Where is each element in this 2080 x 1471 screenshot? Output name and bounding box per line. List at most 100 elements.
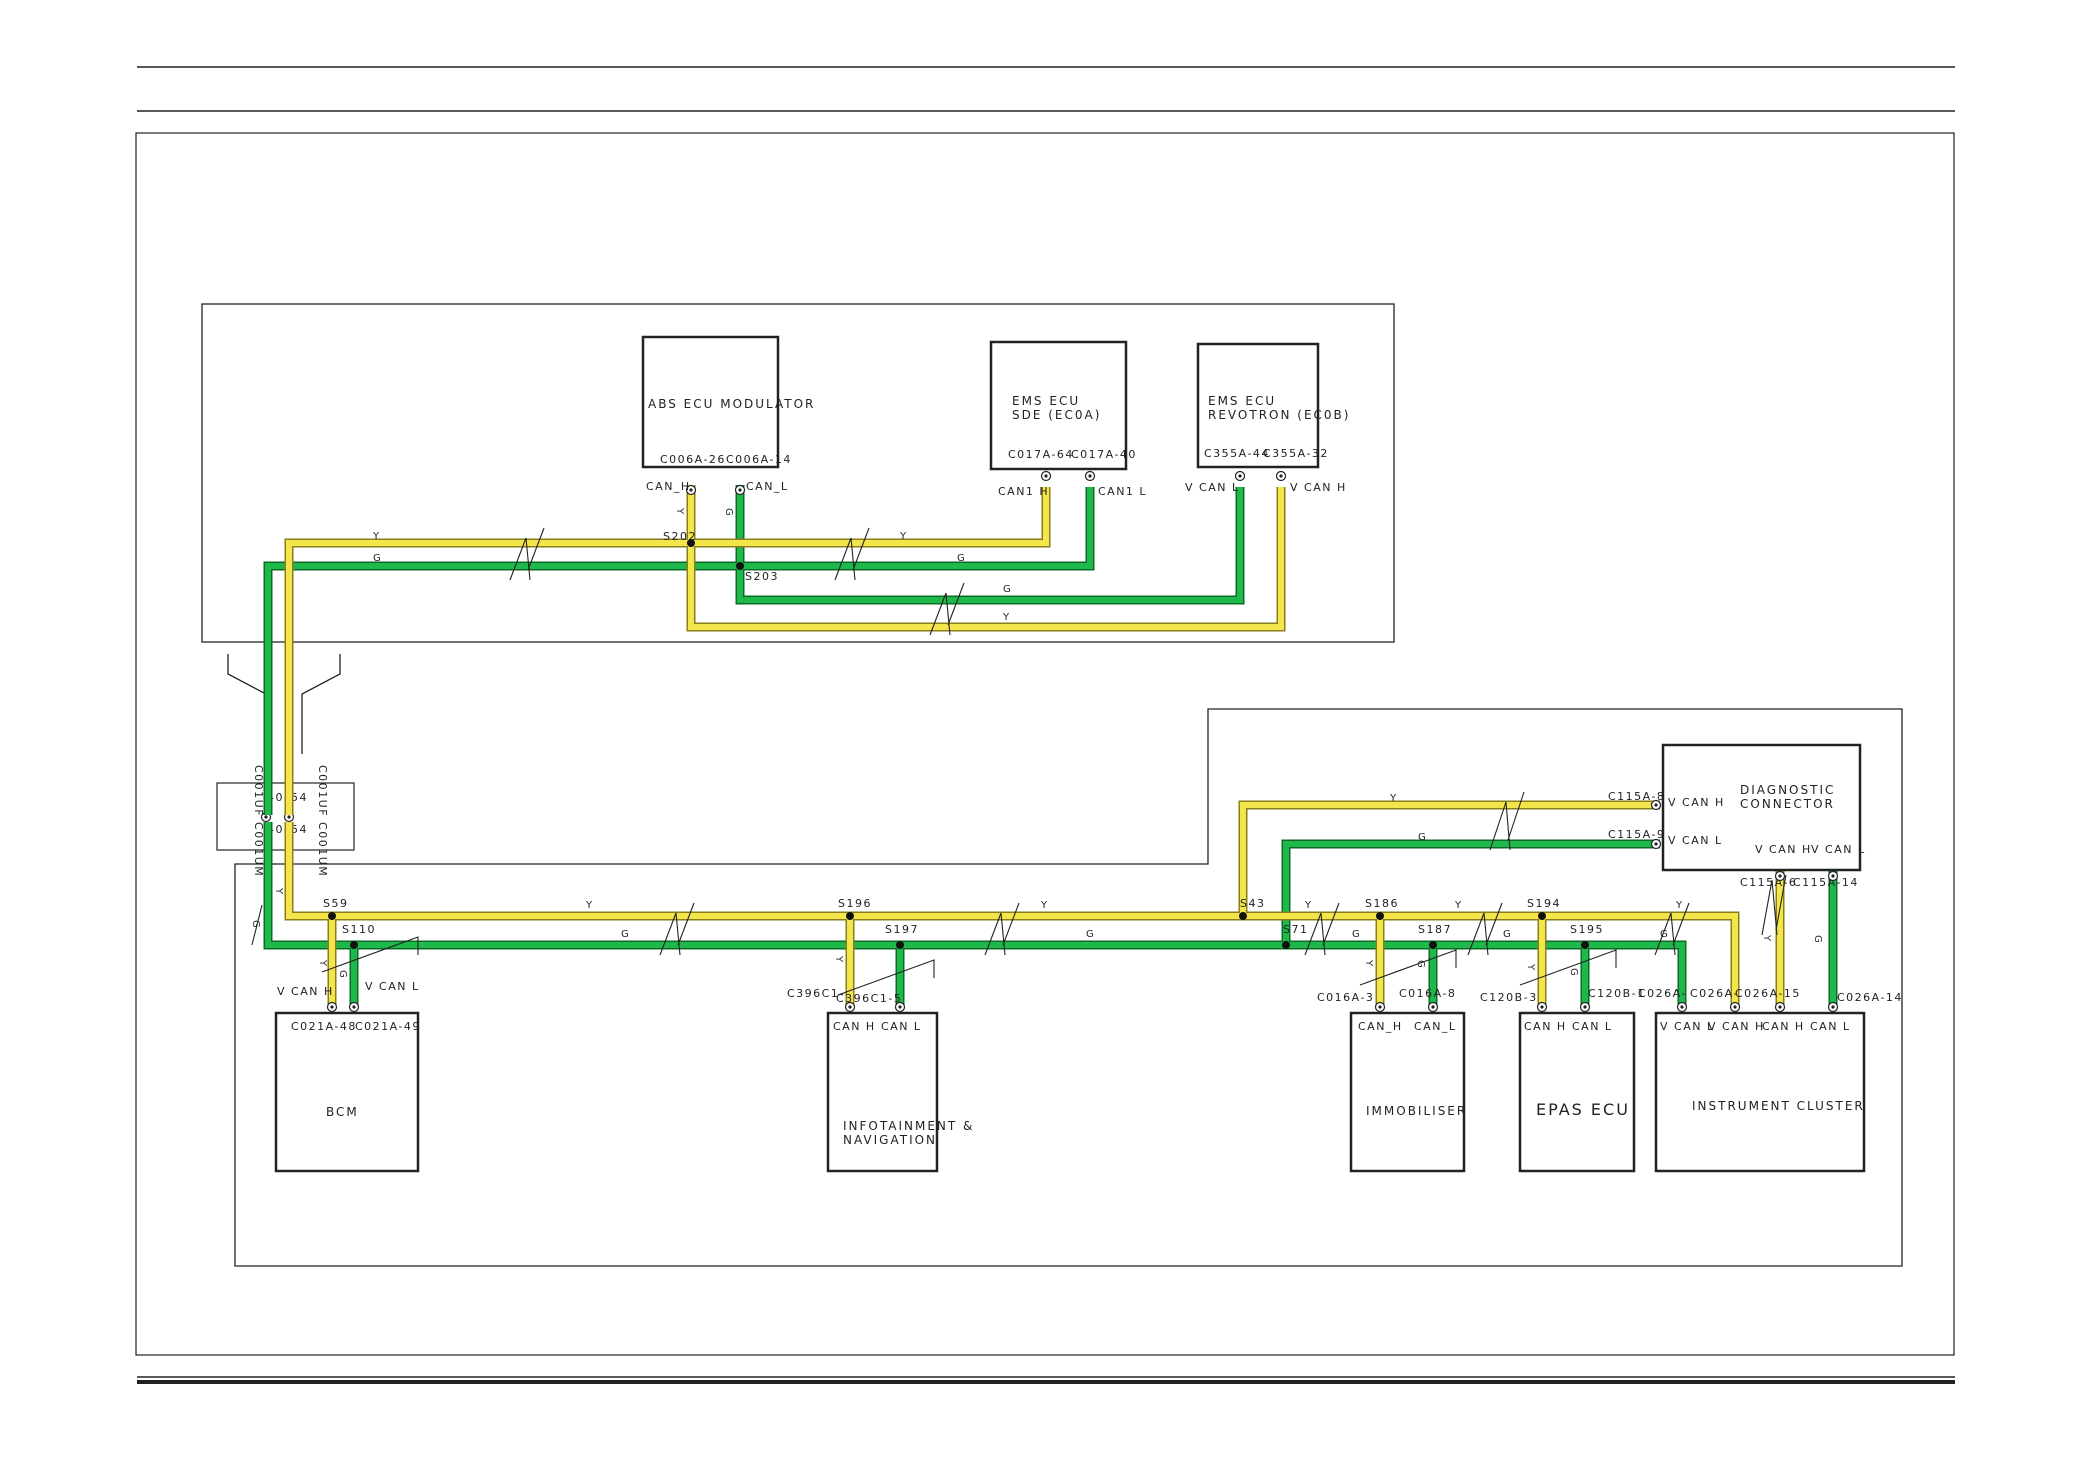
can-h-wires	[284, 485, 1785, 1007]
cluster-pin-vl: C026A-	[1638, 987, 1687, 1000]
immobiliser-sig-l: CAN_L	[1414, 1020, 1457, 1033]
inline-connector-right-label: C001UF C001UM	[316, 765, 329, 877]
bcm-title: BCM	[326, 1105, 359, 1119]
wire-code-y: Y	[1363, 959, 1374, 967]
splice-s194: S194	[1527, 897, 1561, 910]
engine-bay-enclosure	[201, 303, 1395, 754]
wire-code-y: Y	[1525, 963, 1536, 971]
diagnostic-pin-l: C115A-14	[1793, 876, 1859, 889]
immobiliser-sig-h: CAN_H	[1358, 1020, 1403, 1033]
ems-rev-pin-h: C355A-32	[1263, 447, 1329, 460]
epas-sig-h: CAN H	[1524, 1020, 1567, 1033]
abs-title: ABS ECU MODULATOR	[648, 397, 815, 411]
splice-s202: S202	[663, 530, 697, 543]
infotainment-title: INFOTAINMENT &	[843, 1119, 974, 1133]
abs-sig-h: CAN_H	[646, 480, 691, 493]
wire-code-g: G	[1352, 929, 1360, 940]
bcm-sig-l: V CAN L	[365, 980, 420, 993]
cluster-sig-l: CAN L	[1810, 1020, 1851, 1033]
ems-sde-title: EMS ECU	[1012, 394, 1080, 408]
wire-code-g: G	[1418, 832, 1426, 843]
wire-code-y: Y	[1675, 900, 1683, 911]
wire-code-y: Y	[317, 959, 328, 967]
cluster-sig-h: CAN H	[1762, 1020, 1805, 1033]
ems-rev-pin-l: C355A-44	[1204, 447, 1270, 460]
splice-s195: S195	[1570, 923, 1604, 936]
abs-sig-l: CAN_L	[746, 480, 789, 493]
diagnostic-sig-vh: V CAN H	[1668, 796, 1725, 809]
wire-code-g: G	[1503, 929, 1511, 940]
ems-sde-sig-l: CAN1 L	[1098, 485, 1147, 498]
wire-code-g: G	[1003, 584, 1011, 595]
infotainment-subtitle: NAVIGATION	[843, 1133, 937, 1147]
splice-s197: S197	[885, 923, 919, 936]
bcm: BCM C021A-48 C021A-49 V CAN H V CAN L	[274, 980, 421, 1173]
diagnostic-pin-vl: C115A-9	[1608, 828, 1665, 841]
wire-code-y: Y	[372, 531, 380, 542]
cluster-pin-l: C026A-14	[1837, 991, 1903, 1004]
splice-s43: S43	[1240, 897, 1265, 910]
splice-s203: S203	[745, 570, 779, 583]
splice-s187: S187	[1418, 923, 1452, 936]
infotainment-pin-l: C396C1-5	[836, 992, 902, 1005]
immobiliser: CAN_H CAN_L IMMOBILISER C016A-3 C016A-8	[1317, 987, 1466, 1173]
ems-ecu-revotron: EMS ECU REVOTRON (EC0B) C355A-44 C355A-3…	[1185, 342, 1350, 494]
wire-code-y: Y	[1454, 900, 1462, 911]
splice-s196: S196	[838, 897, 872, 910]
wire-code-g: G	[1660, 929, 1668, 940]
cluster-pin-vh: C026A-	[1690, 987, 1739, 1000]
abs-pin-l: C006A-14	[726, 453, 792, 466]
diagnostic-pin-h: C115A-6	[1740, 876, 1797, 889]
epas-sig-l: CAN L	[1572, 1020, 1613, 1033]
diagnostic-sig-vl: V CAN L	[1668, 834, 1723, 847]
abs-pin-h: C006A-26	[660, 453, 726, 466]
splice-labels: S202 S203 S59 S110 S196 S197 S43 S71 S18…	[323, 530, 1604, 936]
wire-code-g: G	[1568, 968, 1579, 976]
wire-code-g: G	[1086, 929, 1094, 940]
wire-code-g: G	[723, 508, 734, 516]
infotainment-sig-h: CAN H	[833, 1020, 876, 1033]
ems-ecu-sde: EMS ECU SDE (EC0A) C017A-64 C017A-40 CAN…	[989, 340, 1147, 498]
page-frame	[135, 66, 1955, 1384]
ems-sde-pin-h: C017A-64	[1008, 448, 1074, 461]
wire-code-g: G	[250, 920, 261, 928]
cluster-pin-h: C026A-15	[1735, 987, 1801, 1000]
ems-rev-subtitle: REVOTRON (EC0B)	[1208, 408, 1350, 422]
immobiliser-pin-h: C016A-3	[1317, 991, 1374, 1004]
wire-code-g: G	[1415, 960, 1426, 968]
abs-ecu-modulator: ABS ECU MODULATOR C006A-26 C006A-14 CAN_…	[641, 335, 815, 496]
twisted-pair-symbols	[251, 527, 1787, 996]
diagnostic-subtitle: CONNECTOR	[1740, 797, 1835, 811]
cabin-enclosure	[234, 708, 1903, 1267]
wire-code-y: Y	[1304, 900, 1312, 911]
wire-code-g: G	[373, 553, 381, 564]
infotainment-sig-l: CAN L	[881, 1020, 922, 1033]
cluster-sig-vh: V CAN H	[1708, 1020, 1765, 1033]
cluster-title: INSTRUMENT CLUSTER	[1692, 1099, 1865, 1113]
can-l-wires	[263, 485, 1838, 1007]
bcm-sig-h: V CAN H	[277, 985, 334, 998]
ems-rev-sig-h: V CAN H	[1290, 481, 1347, 494]
inline-connector-c001: C001UF C001UM C001UF C001UM 40 54 40 54	[216, 765, 355, 877]
wire-code-y: Y	[1389, 793, 1397, 804]
wire-color-labels: Y G Y G G Y Y G Y G Y G Y G Y G Y G Y G …	[250, 507, 1823, 978]
epas-title: EPAS ECU	[1536, 1100, 1630, 1119]
ems-sde-sig-h: CAN1 H	[998, 485, 1049, 498]
wire-code-g: G	[957, 553, 965, 564]
bcm-pin-l: C021A-49	[355, 1020, 421, 1033]
infotainment-navigation: CAN H CAN L INFOTAINMENT & NAVIGATION C3…	[787, 987, 974, 1173]
epas-pin-l: C120B-1	[1588, 987, 1646, 1000]
diagnostic-connector: DIAGNOSTIC CONNECTOR V CAN H V CAN L V C…	[1608, 743, 1864, 889]
epas-pin-h: C120B-3	[1480, 991, 1538, 1004]
wire-code-y: Y	[674, 507, 685, 515]
wire-code-y: Y	[585, 900, 593, 911]
splice-s110: S110	[342, 923, 376, 936]
wire-code-y: Y	[1761, 934, 1772, 942]
diagnostic-pin-vh: C115A-8	[1608, 790, 1665, 803]
wire-code-g: G	[1812, 935, 1823, 943]
splice-dots	[328, 539, 1589, 949]
wire-code-y: Y	[273, 887, 284, 895]
splice-s71: S71	[1283, 923, 1308, 936]
wire-code-y: Y	[899, 531, 907, 542]
